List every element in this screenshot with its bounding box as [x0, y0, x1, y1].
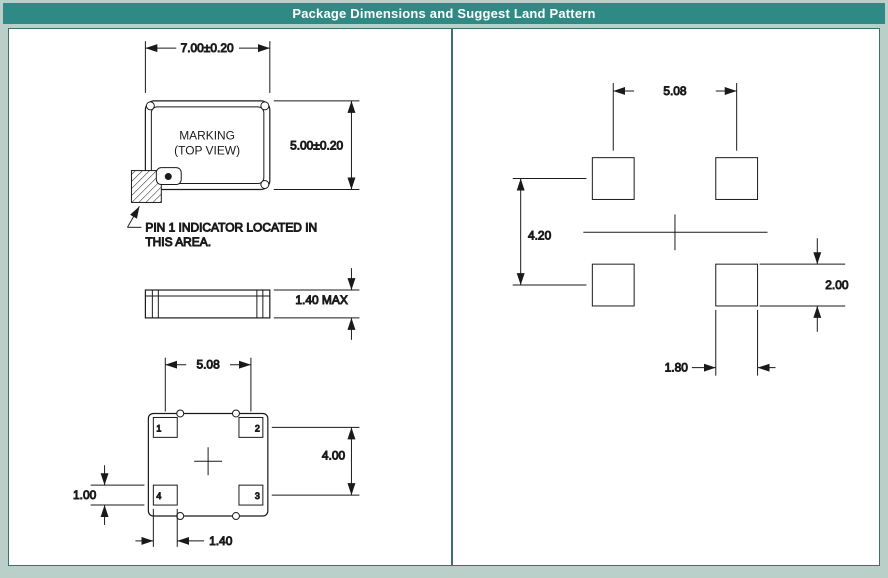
pin1-note: PIN 1 INDICATOR LOCATED IN THIS AREA. — [127, 206, 318, 250]
dim-land-pad-width: 1.80 — [664, 309, 776, 376]
marking-label-line1: MARKING — [179, 129, 235, 143]
edge-castellation-icon — [176, 512, 185, 520]
dim-bottom-pad-width-label: 1.40 — [209, 534, 233, 548]
dim-land-pitch-y: 4.20 — [512, 178, 587, 286]
dim-land-pitch-x-label: 5.08 — [663, 84, 687, 98]
top-view: MARKING (TOP VIEW) — [130, 100, 271, 203]
pin1-dot-icon — [164, 173, 172, 181]
land-pattern-svg: 5.08 4.20 2.00 — [512, 83, 849, 376]
land-pad-top-right — [715, 157, 759, 200]
dim-bottom-pad-height: 1.00 — [73, 465, 145, 525]
edge-castellation-icon — [231, 409, 240, 418]
dim-bottom-pad-width: 1.40 — [135, 509, 233, 548]
dim-bottom-pad-height-label: 1.00 — [73, 488, 97, 502]
pad-1 — [152, 416, 178, 438]
corner-castellation-icon — [260, 101, 270, 111]
dim-thickness-label: 1.40 MAX — [295, 293, 347, 307]
package-inner-outline — [150, 106, 265, 185]
land-pattern-pads — [583, 157, 768, 307]
edge-castellation-icon — [176, 409, 185, 418]
leader-line — [127, 206, 140, 228]
package-dimensions-panel: MARKING (TOP VIEW) 7.00±0.20 5.00±0.20 — [8, 28, 452, 566]
pin1-note-line1: PIN 1 INDICATOR LOCATED IN — [145, 220, 317, 234]
side-view — [144, 289, 271, 319]
dim-bottom-pitch-x: 5.08 — [164, 357, 252, 412]
corner-castellation-icon — [260, 180, 270, 189]
land-pad-bottom-left — [591, 263, 635, 307]
pad-3-number: 3 — [255, 491, 260, 501]
dim-package-width: 7.00±0.20 — [144, 41, 271, 93]
marking-label-line2: (TOP VIEW) — [174, 144, 240, 158]
dim-thickness: 1.40 MAX — [273, 268, 360, 340]
corner-castellation-icon — [145, 101, 155, 111]
land-pad-top-left — [591, 157, 635, 200]
dim-land-pitch-y-label: 4.20 — [528, 228, 552, 242]
pad-4 — [152, 484, 178, 506]
pad-2 — [238, 416, 264, 438]
header-bar: Package Dimensions and Suggest Land Patt… — [3, 3, 885, 24]
package-drawing-svg: MARKING (TOP VIEW) 7.00±0.20 5.00±0.20 — [73, 41, 360, 548]
dim-land-pad-width-label: 1.80 — [665, 361, 689, 375]
edge-castellation-icon — [231, 512, 240, 520]
page-title: Package Dimensions and Suggest Land Patt… — [292, 6, 596, 21]
dim-bottom-pitch-y-label: 4.00 — [322, 448, 346, 462]
land-pattern-panel: 5.08 4.20 2.00 — [452, 28, 880, 566]
pin1-note-line2: THIS AREA. — [145, 235, 211, 249]
dim-land-pad-height: 2.00 — [759, 238, 849, 332]
dim-bottom-pitch-y: 4.00 — [271, 426, 360, 496]
pad-1-number: 1 — [156, 423, 161, 433]
pad-3 — [238, 484, 264, 506]
dim-bottom-pitch-x-label: 5.08 — [196, 358, 220, 372]
side-view-outline — [144, 289, 271, 319]
dim-land-pad-height-label: 2.00 — [825, 278, 849, 292]
land-pad-bottom-right — [715, 263, 759, 307]
dim-package-height: 5.00±0.20 — [273, 100, 360, 190]
pad-4-number: 4 — [156, 491, 161, 501]
bottom-view: 1 2 3 4 — [147, 409, 269, 520]
dim-width-label: 7.00±0.20 — [181, 41, 234, 55]
pad-2-number: 2 — [255, 423, 260, 433]
dim-height-label: 5.00±0.20 — [290, 139, 343, 153]
dim-land-pitch-x: 5.08 — [612, 83, 738, 151]
